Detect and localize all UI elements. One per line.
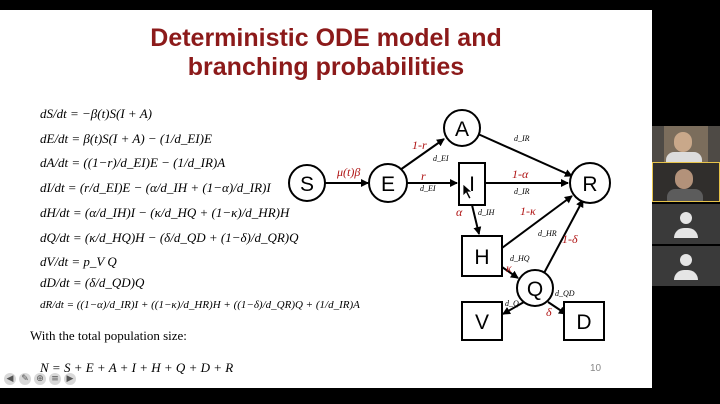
- edge-label-se: μ(t)β: [336, 165, 360, 179]
- equation-da: dA/dt = ((1−r)/d_EI)E − (1/d_IR)A: [40, 155, 226, 170]
- arrow-left-icon[interactable]: ◀: [4, 373, 16, 385]
- edge-label-ea: 1-r: [412, 138, 427, 152]
- duration-label-ih: d_IH: [478, 208, 496, 217]
- menu-icon[interactable]: ≡: [49, 373, 61, 385]
- edge-label-hr: 1-κ: [520, 204, 536, 218]
- edge-h-r: [501, 195, 573, 249]
- duration-label-ei: d_EI: [420, 184, 436, 193]
- zoom-icon[interactable]: ⊕: [34, 373, 46, 385]
- node-h: H: [461, 235, 503, 277]
- node-q-label: Q: [527, 278, 543, 301]
- pen-icon[interactable]: ✎: [19, 373, 31, 385]
- node-d-label: D: [576, 311, 591, 334]
- compartment-diagram: S E A I R H Q V: [288, 109, 611, 341]
- edge-e-a: [399, 138, 445, 171]
- participant-avatar-2[interactable]: [652, 246, 720, 286]
- edge-i-h: [471, 204, 482, 235]
- node-q: Q: [516, 269, 554, 307]
- duration-label-ar: d_IR: [514, 134, 530, 143]
- user-avatar-icon: [680, 254, 692, 266]
- page-number: 10: [590, 363, 602, 374]
- node-r-label: R: [582, 173, 597, 196]
- equation-de: dE/dt = β(t)S(I + A) − (1/d_EI)E: [40, 131, 212, 146]
- mouse-cursor-icon: [462, 183, 474, 200]
- duration-label-ea: d_EI: [433, 154, 449, 163]
- duration-label-hr: d_HR: [538, 229, 557, 238]
- user-avatar-icon: [680, 212, 692, 224]
- edge-h-q: [501, 266, 519, 279]
- node-e: E: [368, 163, 408, 203]
- equation-dv: dV/dt = p_V Q: [40, 254, 117, 269]
- edge-a-r: [477, 133, 573, 177]
- edge-q-r: [542, 199, 584, 276]
- node-r: R: [569, 162, 611, 204]
- slide-title-line1: Deterministic ODE model and: [150, 24, 502, 52]
- duration-label-qd: d_QD: [555, 289, 575, 298]
- total-population-equation: N = S + E + A + I + H + Q + D + R: [40, 360, 234, 375]
- duration-label-ir: d_IR: [514, 187, 530, 196]
- equation-di: dI/dt = (r/d_EI)E − (α/d_IH + (1−α)/d_IR…: [40, 180, 271, 195]
- participant-video-2[interactable]: [652, 162, 720, 202]
- arrow-right-icon[interactable]: ▶: [64, 373, 76, 385]
- edge-q-v: [502, 301, 525, 315]
- edge-label-hq: κ: [506, 261, 512, 275]
- presentation-slide: Deterministic ODE model and branching pr…: [0, 10, 652, 388]
- slide-title-line2: branching probabilities: [187, 53, 465, 81]
- node-e-label: E: [381, 173, 395, 196]
- slide-toolbar: ◀ ✎ ⊕ ≡ ▶: [4, 373, 76, 387]
- equation-dr: dR/dt = ((1−α)/d_IR)I + ((1−κ)/d_HR)H + …: [40, 299, 360, 311]
- edge-label-ei: r: [421, 169, 426, 183]
- participant-avatar-1[interactable]: [652, 204, 720, 244]
- edge-label-ih: α: [456, 205, 463, 219]
- equation-dq: dQ/dt = (κ/d_HQ)H − (δ/d_QD + (1−δ)/d_QR…: [40, 230, 299, 245]
- participant-video-1[interactable]: [652, 126, 720, 166]
- node-a: A: [443, 109, 481, 147]
- node-d: D: [563, 301, 605, 341]
- population-text: With the total population size:: [30, 328, 187, 343]
- node-a-label: A: [455, 118, 469, 141]
- node-s-label: S: [300, 173, 314, 196]
- equation-dh: dH/dt = (α/d_IH)I − (κ/d_HQ + (1−κ)/d_HR…: [40, 205, 290, 220]
- node-i-label: I: [469, 173, 475, 196]
- equation-ds: dS/dt = −β(t)S(I + A): [40, 106, 152, 121]
- node-v: V: [461, 301, 503, 341]
- node-s: S: [288, 164, 326, 202]
- duration-label-hq: d_HQ: [510, 254, 530, 263]
- node-v-label: V: [475, 311, 489, 334]
- edge-label-qd: δ: [546, 305, 552, 319]
- duration-label-qv: d_Q: [505, 299, 519, 308]
- edge-label-ir: 1-α: [512, 167, 529, 181]
- edge-label-qr: 1-δ: [562, 232, 578, 246]
- equation-dd: dD/dt = (δ/d_QD)Q: [40, 275, 145, 290]
- node-h-label: H: [474, 246, 489, 269]
- participants-panel: [652, 0, 720, 404]
